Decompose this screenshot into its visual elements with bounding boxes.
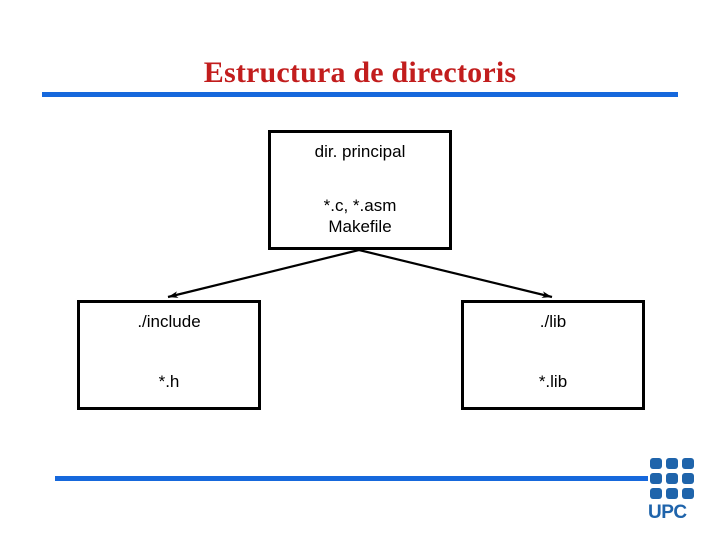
upc-dot — [650, 473, 662, 484]
page-title: Estructura de directoris — [203, 56, 517, 89]
title-divider — [42, 92, 678, 97]
upc-wordmark: UPC — [648, 502, 687, 523]
upc-dot-grid-icon — [650, 458, 700, 501]
node-lib-title: ./lib — [539, 312, 567, 331]
upc-dot — [650, 488, 662, 499]
node-dir-principal-detail-line: *.c, *.asm — [323, 196, 397, 215]
node-include-title: ./include — [137, 312, 201, 331]
upc-logo: UPC — [648, 458, 706, 523]
node-dir-principal-detail-line: Makefile — [328, 217, 392, 236]
upc-dot — [682, 488, 694, 499]
node-dir-principal-detail: *.c, *.asm Makefile — [271, 195, 449, 237]
upc-dot — [666, 473, 678, 484]
edge-root-to-lib — [358, 248, 553, 299]
node-dir-principal-title: dir. principal — [314, 142, 406, 161]
edge-root-to-include — [167, 248, 360, 299]
upc-dot — [666, 488, 678, 499]
upc-dot — [650, 458, 662, 469]
upc-dot — [682, 458, 694, 469]
upc-dot — [682, 473, 694, 484]
node-dir-principal[interactable]: dir. principal *.c, *.asm Makefile — [268, 130, 452, 250]
node-include-detail: *.h — [80, 371, 258, 392]
footer-divider — [55, 476, 648, 481]
node-lib-detail: *.lib — [464, 371, 642, 392]
node-include-detail-line: *.h — [158, 372, 180, 391]
node-lib-detail-line: *.lib — [538, 372, 568, 391]
node-lib[interactable]: ./lib *.lib — [461, 300, 645, 410]
upc-dot — [666, 458, 678, 469]
node-include[interactable]: ./include *.h — [77, 300, 261, 410]
